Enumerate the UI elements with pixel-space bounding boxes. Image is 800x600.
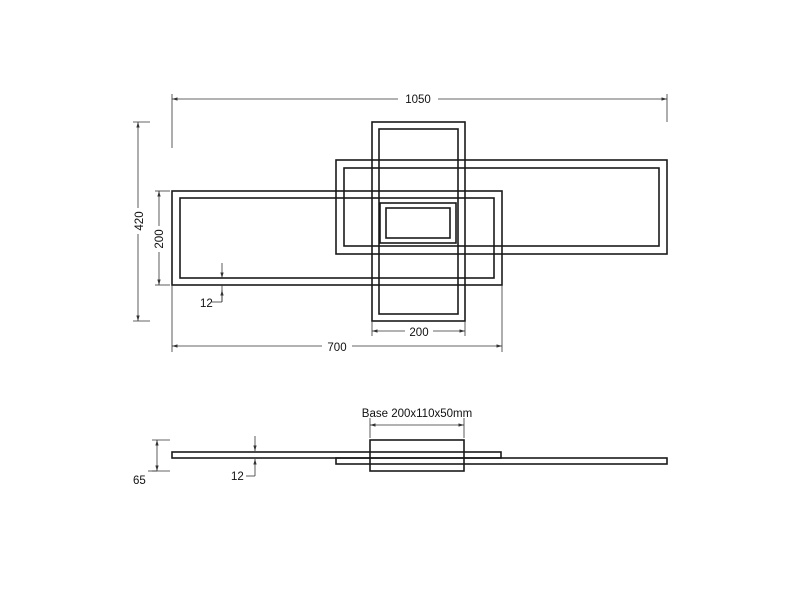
dimension-12-thickness: 12 <box>231 436 257 483</box>
side-right-frame <box>335 457 668 465</box>
dimension-65-label: 65 <box>133 475 146 487</box>
right-horizontal-frame <box>335 159 668 255</box>
dimension-12-profile-label: 12 <box>200 298 213 310</box>
side-left-frame <box>171 451 502 459</box>
left-horizontal-frame <box>171 190 503 286</box>
dimension-12-profile: 12 <box>200 263 224 310</box>
dimension-420-label: 420 <box>134 211 146 230</box>
dimension-base: Base 200x110x50mm <box>362 408 472 438</box>
dimension-700-label: 700 <box>327 342 346 354</box>
dimension-65: 65 <box>133 439 170 487</box>
dimension-1050: 1050 <box>171 91 668 148</box>
dimension-1050-label: 1050 <box>405 94 431 106</box>
dimension-200-height-label: 200 <box>154 229 166 248</box>
dimension-12-thickness-label: 12 <box>231 471 244 483</box>
dimension-200-height: 200 <box>151 190 170 286</box>
base-dimension-label: Base 200x110x50mm <box>362 408 472 420</box>
dimension-200-width: 200 <box>371 321 466 339</box>
vertical-frame <box>371 121 466 322</box>
central-base <box>379 202 457 244</box>
dimension-420: 420 <box>129 121 150 322</box>
top-view: 1050 420 200 12 <box>129 91 668 354</box>
side-base <box>369 439 465 472</box>
dimension-700: 700 <box>171 285 503 354</box>
side-view: Base 200x110x50mm 65 12 <box>133 408 668 487</box>
dimension-200-width-label: 200 <box>409 327 428 339</box>
